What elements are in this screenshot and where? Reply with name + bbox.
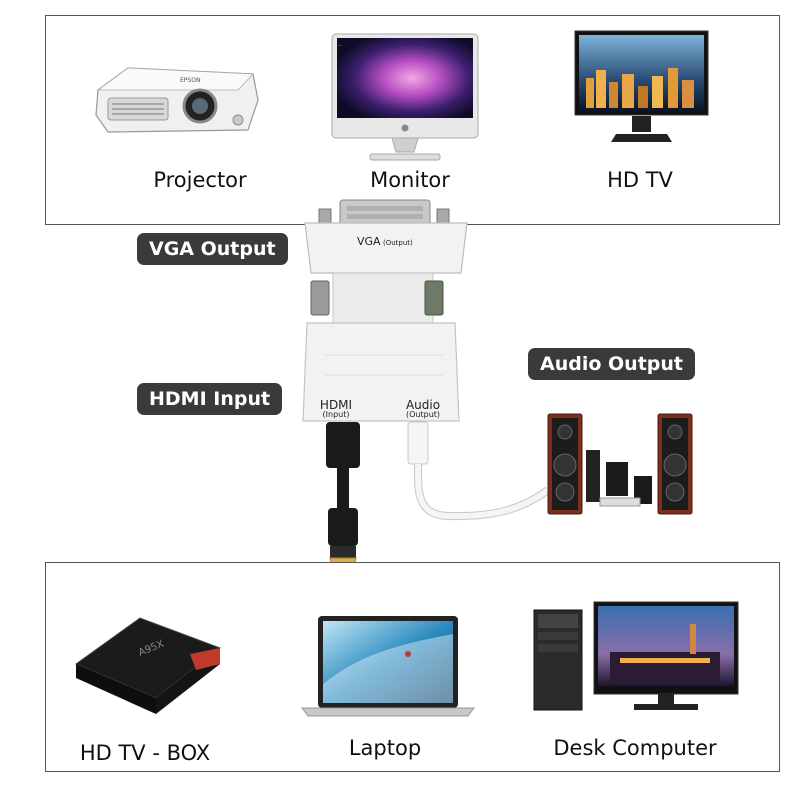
vga-output-badge: VGA Output: [137, 233, 288, 265]
adapter-vga-label: VGA: [357, 235, 381, 248]
speaker-system-image: [547, 413, 693, 515]
projector-image: EPSON: [95, 67, 259, 133]
adapter-audio-text: Audio: [405, 398, 441, 412]
laptop-image: [301, 616, 475, 717]
svg-text:...: ...: [338, 42, 343, 48]
adapter-hdmi-subtext: (Input): [322, 410, 350, 419]
tvbox-image: A95X: [74, 617, 222, 714]
monitor-label: Monitor: [370, 168, 450, 192]
desktop-label: Desk Computer: [553, 736, 717, 760]
desktop-image: [533, 601, 739, 711]
adapter-hdmi-label: HDMI (Input): [313, 399, 359, 419]
hdtv-label: HD TV: [607, 168, 673, 192]
adapter-audio-label: Audio (Output): [400, 399, 446, 419]
tvbox-label: HD TV - BOX: [79, 741, 211, 765]
hdmi-cable: [326, 422, 360, 575]
projector-label: Projector: [153, 168, 247, 192]
audio-output-badge: Audio Output: [528, 348, 695, 380]
projector-brand: EPSON: [180, 77, 200, 84]
adapter-vga-sublabel: (Output): [383, 239, 413, 247]
hdtv-image: [574, 30, 709, 142]
adapter-hdmi-text: HDMI: [319, 398, 353, 412]
adapter-audio-subtext: (Output): [405, 410, 441, 419]
monitor-image: ...: [331, 33, 479, 161]
vga-hdmi-adapter: VGA (Output): [302, 199, 468, 422]
laptop-label: Laptop: [348, 736, 422, 760]
audio-cable: [407, 421, 551, 521]
hdmi-input-badge: HDMI Input: [137, 383, 283, 415]
